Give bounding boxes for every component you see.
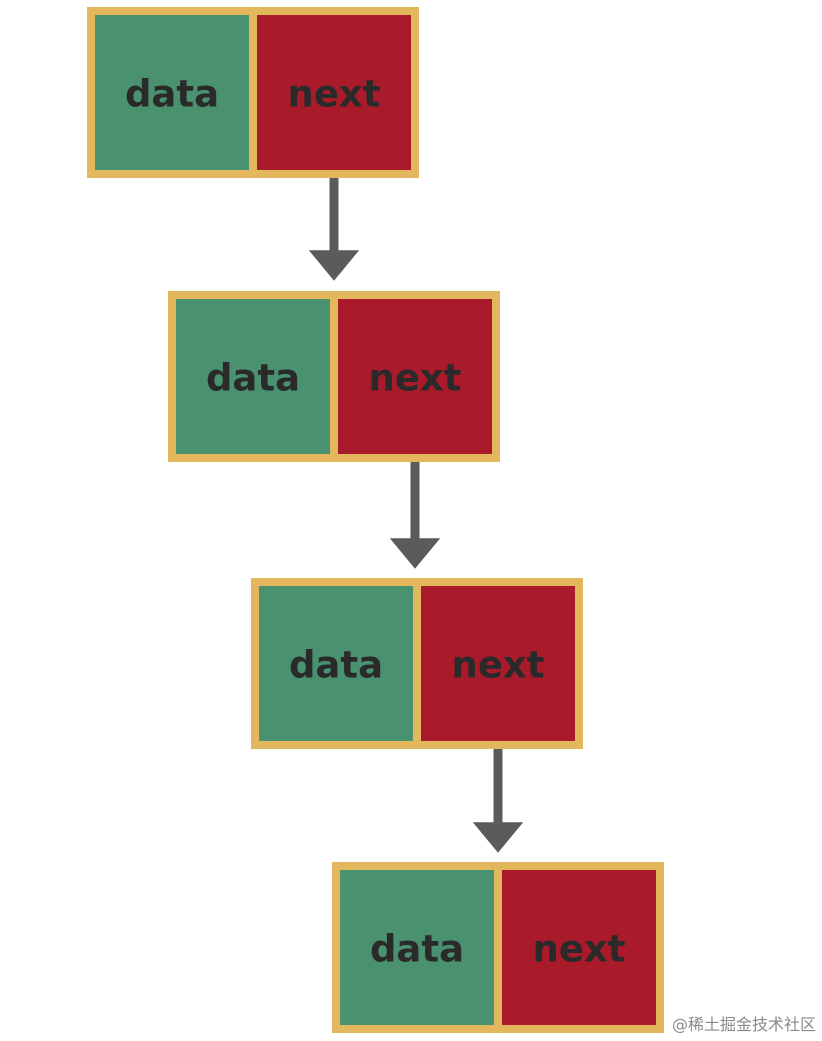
node-next-label: next <box>533 928 626 971</box>
list-node: data next <box>168 291 500 462</box>
node-data-cell <box>168 291 338 462</box>
node-data-label: data <box>370 928 464 971</box>
watermark: @稀土掘金技术社区 <box>671 1015 816 1034</box>
node-next-cell <box>330 291 500 462</box>
list-node: data next <box>332 862 664 1033</box>
node-next-cell <box>413 578 583 749</box>
node-data-label: data <box>289 644 383 687</box>
node-next-label: next <box>369 357 462 400</box>
node-next-label: next <box>288 73 381 116</box>
list-node: data next <box>251 578 583 749</box>
list-node: data next <box>87 7 419 178</box>
node-next-cell <box>494 862 664 1033</box>
node-data-cell <box>87 7 257 178</box>
node-data-label: data <box>125 73 219 116</box>
node-next-label: next <box>452 644 545 687</box>
node-next-cell <box>249 7 419 178</box>
node-data-label: data <box>206 357 300 400</box>
